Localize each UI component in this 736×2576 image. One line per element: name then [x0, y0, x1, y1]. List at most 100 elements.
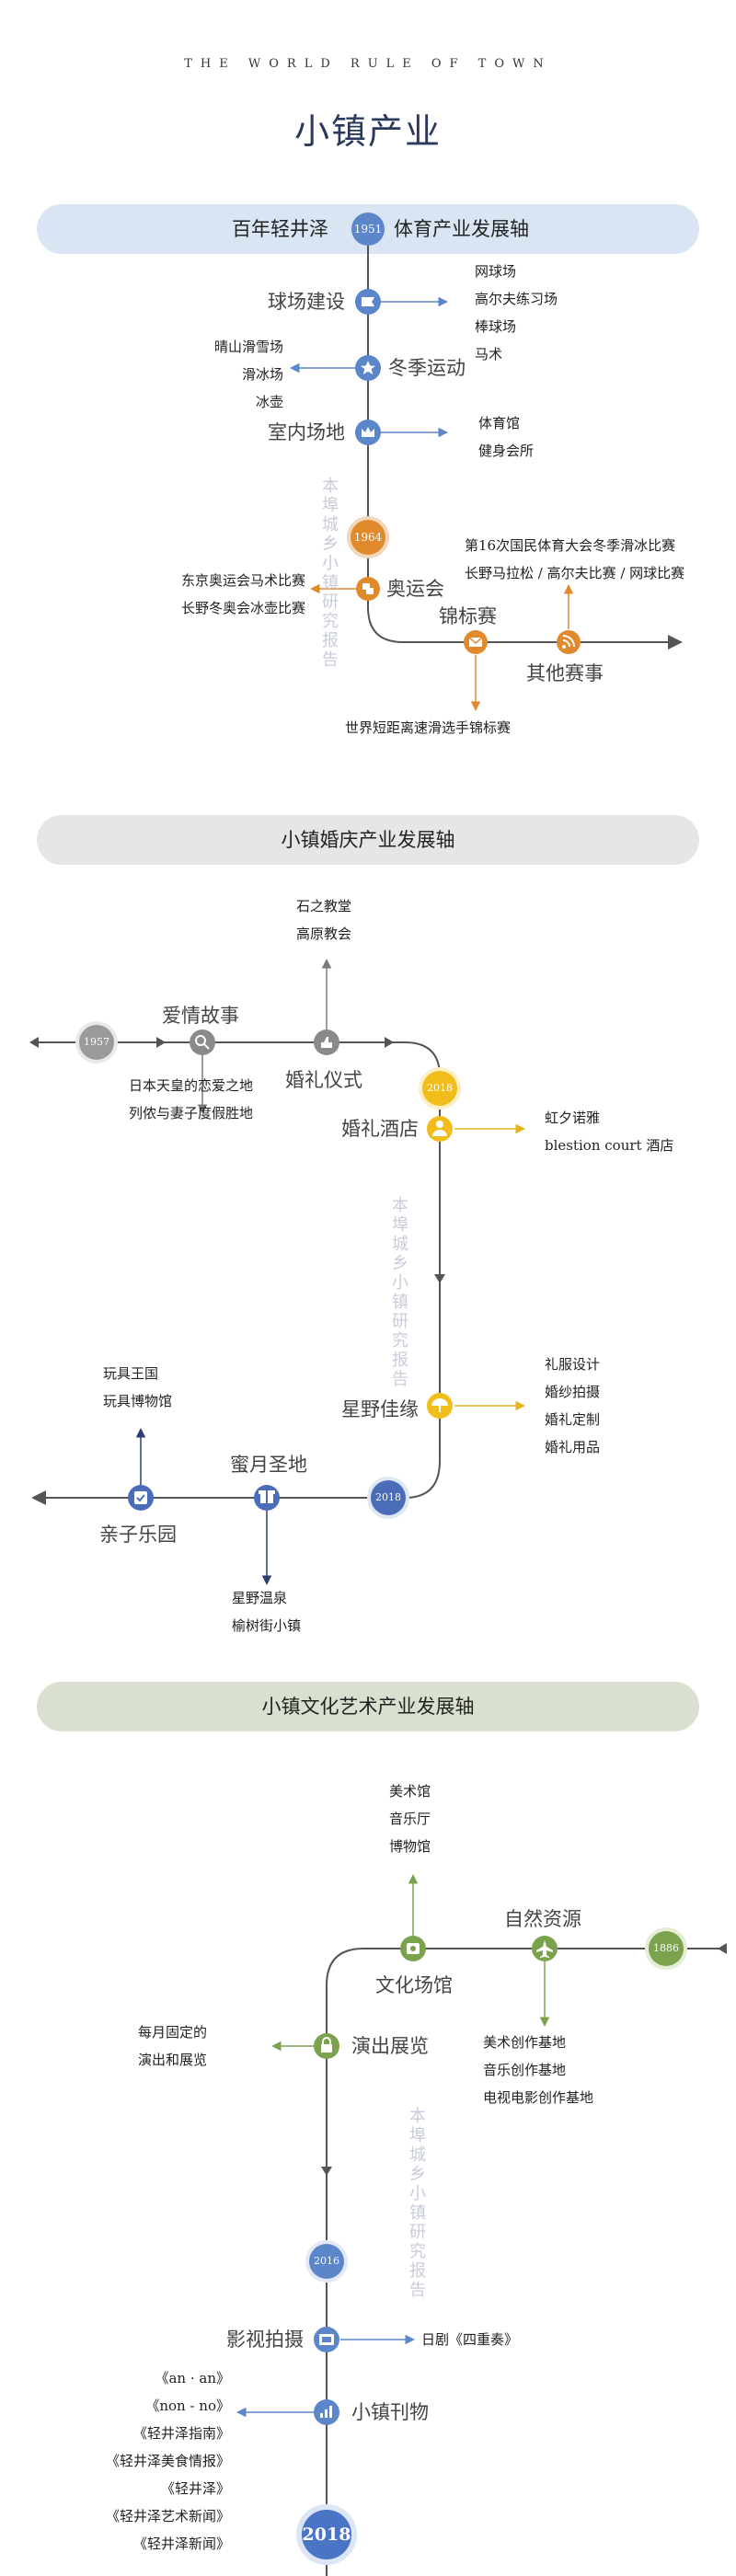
watermark: 本埠城乡小镇研究报告: [392, 1196, 408, 1389]
hoshino-item: 婚礼定制: [545, 1411, 601, 1428]
olympics-node: [356, 577, 380, 601]
honeymoon-label: 蜜月圣地: [230, 1454, 307, 1476]
nature-item: 电视电影创作基地: [483, 2089, 594, 2106]
ceremony-node: [314, 1029, 339, 1055]
culture-main-line: [321, 1943, 727, 2576]
family-node: [128, 1485, 154, 1511]
stadium-node: [355, 289, 381, 315]
magazine-label: 小镇刊物: [351, 2401, 429, 2423]
indoor-label: 室内场地: [268, 421, 345, 443]
hoshino-node: [427, 1393, 453, 1419]
lock-icon: [322, 2037, 331, 2044]
venue-node: [400, 1936, 426, 1961]
stadium-label: 球场建设: [268, 291, 345, 313]
show-label: 演出展览: [351, 2035, 429, 2057]
championship-label: 锦标赛: [439, 605, 497, 627]
header-kicker: THE WORLD RULE OF TOWN: [184, 57, 552, 71]
stadium-items: 网球场 高尔夫练习场 棒球场 马术: [475, 258, 558, 368]
camera-icon: [410, 1946, 416, 1951]
year-node-2018-final: [296, 2504, 357, 2565]
sport-banner-left: 百年轻井泽: [232, 218, 328, 240]
magazine-item: 《non - no》: [145, 2398, 230, 2414]
show-items: 每月固定的 演出和展览: [138, 2018, 239, 2074]
honeymoon-items: 星野温泉 榆树街小镇: [232, 1584, 301, 1639]
nature-items: 美术创作基地 音乐创作基地 电视电影创作基地: [483, 2029, 593, 2111]
hotel-items: 虹夕诺雅 blestion court 酒店: [545, 1104, 673, 1159]
year-1957: 1957: [84, 1036, 109, 1048]
indoor-item: 健身会所: [478, 443, 535, 459]
film-label: 影视拍摄: [226, 2329, 304, 2351]
ceremony-item: 高原教会: [296, 926, 352, 942]
ceremony-item: 石之教堂: [296, 898, 352, 914]
hoshino-item: 婚纱拍摄: [545, 1384, 601, 1400]
venue-label: 文化场馆: [375, 1974, 453, 1996]
year-node-1951: [351, 213, 385, 246]
love-items: 日本天皇的恋爱之地 列侬与妻子度假胜地: [129, 1072, 253, 1127]
year-2018-final: 2018: [302, 2524, 351, 2545]
love-item: 日本天皇的恋爱之地: [129, 1077, 254, 1094]
year-1886: 1886: [653, 1942, 679, 1954]
winter-label: 冬季运动: [388, 357, 466, 379]
nature-item: 音乐创作基地: [483, 2062, 567, 2078]
hoshino-item: 礼服设计: [545, 1356, 601, 1373]
indoor-node: [355, 420, 381, 445]
championship-item: 世界短距离速滑选手锦标赛: [345, 719, 512, 736]
year-2016: 2016: [314, 2255, 339, 2267]
olympics-label: 奥运会: [386, 578, 444, 600]
family-item: 玩具博物馆: [103, 1393, 173, 1409]
hotel-label: 婚礼酒店: [341, 1118, 419, 1140]
screen-icon: [322, 2337, 331, 2342]
rss-icon: [562, 635, 575, 648]
culture-banner-title: 小镇文化艺术产业发展轴: [261, 1696, 475, 1718]
year-node-2016: [305, 2240, 348, 2283]
other-item: 长野马拉松 / 高尔夫比赛 / 网球比赛: [465, 565, 685, 581]
other-node: [557, 630, 581, 654]
ceremony-label: 婚礼仪式: [285, 1069, 362, 1091]
show-item: 每月固定的: [138, 2024, 208, 2041]
honeymoon-item: 榆树街小镇: [232, 1617, 302, 1634]
ceremony-items: 石之教堂 高原教会: [296, 892, 351, 948]
bar-chart-icon: [329, 2406, 332, 2418]
nature-node: [532, 1936, 558, 1961]
nature-label: 自然资源: [504, 1908, 581, 1930]
hoshino-items: 礼服设计 婚纱拍摄 婚礼定制 婚礼用品: [545, 1351, 600, 1461]
show-item: 演出和展览: [138, 2052, 208, 2068]
watermark: 本埠城乡小镇研究报告: [322, 477, 339, 670]
magazine-item: 《轻井泽》: [160, 2480, 230, 2497]
magazine-item: 《轻井泽新闻》: [132, 2536, 230, 2552]
year-node-2018-mid: [419, 1067, 461, 1110]
venue-item: 美术馆: [389, 1783, 431, 1800]
star-icon: [361, 361, 375, 374]
venue-item: 音乐厅: [389, 1811, 431, 1827]
page-title: 小镇产业: [293, 111, 442, 152]
wedding-banner: 小镇婚庆产业发展轴: [37, 815, 699, 865]
wedding-banner-title: 小镇婚庆产业发展轴: [281, 829, 455, 851]
indoor-item: 体育馆: [478, 415, 521, 431]
checklist-icon: [136, 1494, 145, 1502]
other-item: 第16次国民体育大会冬季滑冰比赛: [465, 537, 676, 554]
user-icon: [432, 1130, 447, 1136]
venue-item: 博物馆: [389, 1838, 431, 1855]
year-node-1957: [75, 1021, 118, 1064]
nature-item: 美术创作基地: [483, 2034, 567, 2051]
sport-banner-right: 体育产业发展轴: [394, 218, 529, 240]
stadium-item: 高尔夫练习场: [475, 291, 558, 307]
other-label: 其他赛事: [526, 662, 604, 684]
culture-banner: 小镇文化艺术产业发展轴: [37, 1682, 699, 1731]
watermark: 本埠城乡小镇研究报告: [409, 2107, 426, 2300]
magazine-items: 《an · an》 《non - no》 《轻井泽指南》 《轻井泽美食情报》 《…: [74, 2364, 230, 2558]
love-node: [190, 1029, 215, 1055]
thumbs-up-icon: [321, 1037, 332, 1048]
flag-icon: [362, 297, 374, 306]
year-2018-end: 2018: [375, 1491, 401, 1503]
olympics-item: 东京奥运会马术比赛: [180, 572, 305, 589]
honeymoon-item: 星野温泉: [232, 1590, 288, 1606]
stadium-item: 棒球场: [475, 318, 517, 335]
search-icon: [203, 1043, 210, 1050]
family-label: 亲子乐园: [99, 1524, 177, 1546]
olympics-item: 长野冬奥会冰壶比赛: [180, 600, 305, 616]
year-2018-mid: 2018: [427, 1082, 453, 1094]
hotel-item: blestion court 酒店: [545, 1137, 674, 1154]
crown-icon: [362, 427, 374, 437]
winter-item: 冰壶: [255, 394, 283, 410]
